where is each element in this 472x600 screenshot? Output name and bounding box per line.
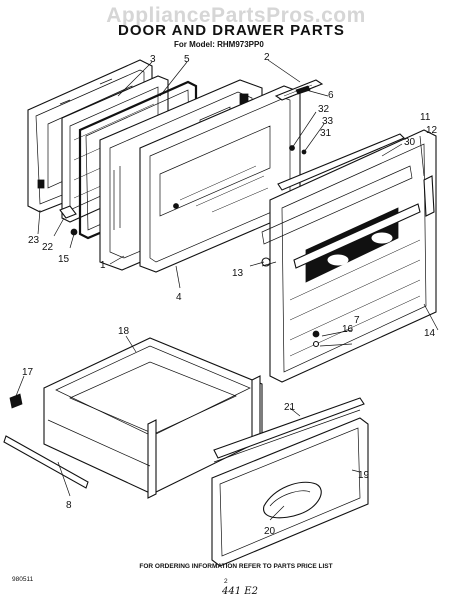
part-17-drawer-stop bbox=[9, 393, 23, 409]
part-6-handle-clip bbox=[295, 85, 311, 95]
callout-17: 17 bbox=[22, 367, 34, 378]
part-8-drawer-rail bbox=[3, 435, 89, 489]
callout-4: 5 bbox=[184, 54, 190, 65]
callout-31: 31 bbox=[320, 128, 332, 139]
callout-7: 7 bbox=[354, 315, 360, 326]
callout-8: 8 bbox=[66, 500, 72, 511]
callout-2: 2 bbox=[264, 52, 270, 63]
ordering-footer: FOR ORDERING INFORMATION REFER TO PARTS … bbox=[139, 563, 333, 570]
part-5-door-window-panel bbox=[139, 85, 301, 273]
document-code: 980511 bbox=[12, 576, 34, 583]
part-32-33-screws bbox=[289, 111, 325, 155]
callout-1: 1 bbox=[100, 260, 106, 271]
callout-22: 22 bbox=[42, 242, 54, 253]
watermark: AppliancePartsPros.com bbox=[106, 4, 366, 27]
callout-6: 6 bbox=[328, 90, 334, 101]
part-14-oven-door-assembly bbox=[261, 129, 437, 383]
callout-3: 3 bbox=[150, 54, 156, 65]
callout-18: 18 bbox=[118, 326, 130, 337]
callout-19: 19 bbox=[358, 470, 370, 481]
page-number: 2 bbox=[224, 578, 228, 585]
callout-30: 30 bbox=[404, 137, 416, 148]
callout-14: 14 bbox=[424, 328, 436, 339]
callout-33: 33 bbox=[322, 116, 334, 127]
part-15-22-small-hardware bbox=[59, 205, 78, 236]
diagram-title: DOOR AND DRAWER PARTS bbox=[118, 22, 345, 39]
callout-13: 13 bbox=[232, 268, 244, 279]
leader-lines bbox=[15, 59, 439, 521]
callout-labels: 3 5 2 6 32 33 31 30 11 12 13 14 7 16 1 4… bbox=[22, 52, 438, 537]
part-18-storage-drawer bbox=[43, 337, 263, 499]
callout-20: 20 bbox=[264, 526, 276, 537]
model-line: For Model: RHM973PP0 bbox=[174, 40, 264, 49]
callout-21: 21 bbox=[284, 402, 296, 413]
callout-12: 12 bbox=[426, 125, 438, 136]
callout-11: 11 bbox=[420, 112, 431, 123]
part-31-door-trim bbox=[277, 133, 405, 191]
part-19-drawer-front-panel bbox=[211, 417, 369, 567]
callout-16: 16 bbox=[342, 324, 354, 335]
callout-23: 23 bbox=[28, 235, 40, 246]
callout-32: 32 bbox=[318, 104, 330, 115]
part-21-drawer-bracket bbox=[213, 397, 365, 463]
handwritten-note: 441 E2 bbox=[222, 586, 258, 597]
callout-15: 15 bbox=[58, 254, 70, 265]
callout-5: 4 bbox=[176, 292, 182, 303]
